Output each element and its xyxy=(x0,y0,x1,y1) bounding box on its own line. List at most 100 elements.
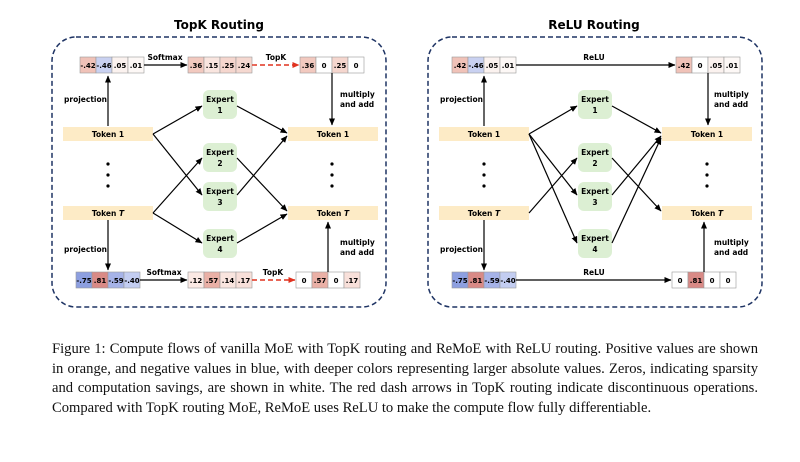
cell-value: -.40 xyxy=(500,277,515,285)
cell-value: .12 xyxy=(190,277,203,285)
expert-number: 1 xyxy=(592,106,597,115)
output-token-t xyxy=(662,206,752,220)
route-arrow xyxy=(528,105,578,135)
expert-1 xyxy=(578,90,612,119)
expert-number: 1 xyxy=(217,106,222,115)
token-1-label: Token 1 xyxy=(92,130,124,139)
expert-label: Expert xyxy=(206,187,234,196)
panel-border xyxy=(51,36,387,308)
top-router-logits: -.42 -.46 .05 .01 xyxy=(79,56,145,74)
cell-value: .81 xyxy=(94,277,107,285)
bottom-relu-output: 0 .81 0 0 xyxy=(671,271,737,289)
route-arrow xyxy=(611,157,662,212)
token-t-label: Token T xyxy=(317,209,350,218)
top-relu-output: .42 0 .05 .01 xyxy=(675,56,741,74)
cell-value: .81 xyxy=(690,277,703,285)
ellipsis-dot xyxy=(705,173,709,177)
token-1-label: Token 1 xyxy=(317,130,349,139)
route-arrow xyxy=(236,105,288,134)
route-arrow xyxy=(152,212,203,244)
softmax-label: Softmax xyxy=(146,268,181,277)
expert-label: Expert xyxy=(206,95,234,104)
ellipsis-dot xyxy=(482,184,486,188)
cell-value: .01 xyxy=(130,62,143,70)
route-arrow xyxy=(152,157,203,214)
cell-value: -.75 xyxy=(76,277,91,285)
route-arrow xyxy=(528,157,578,214)
expert-2 xyxy=(578,143,612,172)
cell-value: .05 xyxy=(114,62,127,70)
cell xyxy=(723,56,741,74)
ellipsis-dot xyxy=(330,184,334,188)
cell xyxy=(343,271,361,289)
cell-value: 0 xyxy=(710,277,715,285)
ellipsis-dot xyxy=(705,162,709,166)
cell-value: .01 xyxy=(726,62,739,70)
expert-label: Expert xyxy=(581,148,609,157)
output-token-1 xyxy=(662,127,752,141)
cell-value: .05 xyxy=(486,62,499,70)
cell-value: .57 xyxy=(206,277,219,285)
cell-value: 0 xyxy=(334,277,339,285)
expert-1 xyxy=(203,90,237,119)
multiply-label: multiply xyxy=(714,238,749,247)
output-token-1 xyxy=(288,127,378,141)
route-arrow xyxy=(236,213,288,244)
panel-title: ReLU Routing xyxy=(548,18,640,32)
relu-routing-panel: ReLU Routing .42 -.46 .05 .01 ReLU .42 0… xyxy=(427,18,763,308)
cell xyxy=(719,271,737,289)
input-token-1 xyxy=(63,127,153,141)
topk-label: TopK xyxy=(266,53,288,62)
expert-label: Expert xyxy=(206,148,234,157)
cell-value: -.75 xyxy=(452,277,467,285)
topk-label: TopK xyxy=(263,268,285,277)
projection-label: projection xyxy=(440,95,483,104)
bottom-topk-output: 0 .57 0 .17 xyxy=(295,271,361,289)
bottom-router-logits: -.75 .81 -.59 -.40 xyxy=(75,271,141,289)
route-arrow xyxy=(236,157,288,212)
expert-4 xyxy=(578,229,612,258)
route-arrow xyxy=(611,135,662,196)
expert-label: Expert xyxy=(206,234,234,243)
multiply-label: multiply xyxy=(714,90,749,99)
expert-label: Expert xyxy=(581,95,609,104)
cell-value: .57 xyxy=(314,277,327,285)
topk-routing-panel: TopK Routing -.42 -.46 .05 .01 Softmax .… xyxy=(51,18,387,308)
ellipsis-dot xyxy=(705,184,709,188)
token-t-label: Token T xyxy=(468,209,501,218)
route-arrow xyxy=(611,137,662,244)
expert-4 xyxy=(203,229,237,258)
panel-border xyxy=(427,36,763,308)
bottom-softmax-probs: .12 .57 .14 .17 xyxy=(187,271,253,289)
cell-value: -.40 xyxy=(124,277,139,285)
ellipsis-dot xyxy=(482,162,486,166)
expert-3 xyxy=(203,182,237,211)
expert-number: 3 xyxy=(592,198,597,207)
cell-value: .14 xyxy=(222,277,235,285)
route-arrow xyxy=(152,105,203,135)
token-1-label: Token 1 xyxy=(468,130,500,139)
cell-value: 0 xyxy=(322,62,327,70)
cell-value: 0 xyxy=(354,62,359,70)
cell-value: 0 xyxy=(698,62,703,70)
ellipsis-dot xyxy=(106,162,110,166)
projection-label: projection xyxy=(440,245,483,254)
cell-value: .42 xyxy=(454,62,467,70)
cell-value: .05 xyxy=(710,62,723,70)
token-1-label: Token 1 xyxy=(691,130,723,139)
ellipsis-dot xyxy=(106,184,110,188)
cell-value: .24 xyxy=(238,62,251,70)
panel-title: TopK Routing xyxy=(174,18,264,32)
route-arrow xyxy=(528,133,578,196)
expert-number: 4 xyxy=(217,245,222,254)
ellipsis-dot xyxy=(330,173,334,177)
route-arrow xyxy=(152,133,203,196)
projection-label: projection xyxy=(64,95,107,104)
softmax-label: Softmax xyxy=(147,53,182,62)
cell-value: -.59 xyxy=(108,277,123,285)
ellipsis-dot xyxy=(106,173,110,177)
cell xyxy=(347,56,365,74)
and-add-label: and add xyxy=(340,100,374,109)
cell-value: .25 xyxy=(222,62,235,70)
